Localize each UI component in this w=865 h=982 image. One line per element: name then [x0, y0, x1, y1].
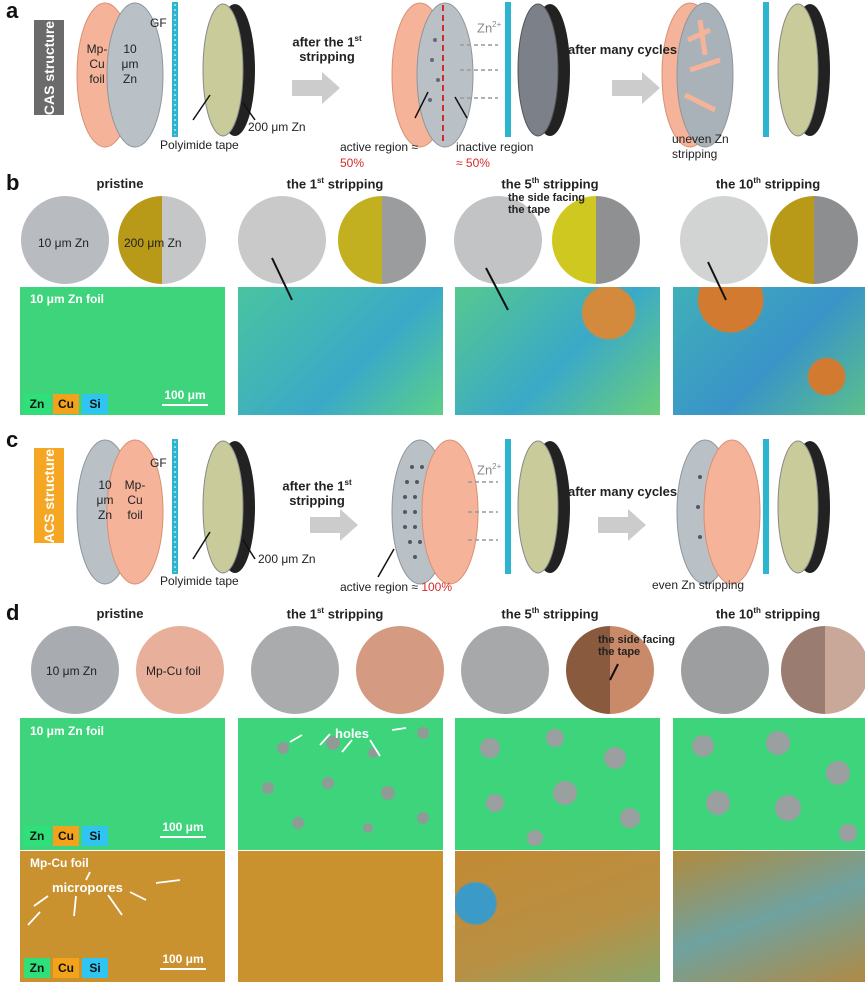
cas-zn10-label: 10 μm Zn [121, 42, 139, 86]
acs-tape-label: Polyimide tape [160, 574, 239, 588]
d-scale-bar-top: 100 μm [160, 820, 206, 838]
d-cufoil-label: Mp-Cu foil [146, 664, 201, 678]
acs-active-label: active region ≈ 100% [340, 580, 453, 594]
d-map-cu-5th [455, 851, 660, 982]
b-title-5th: the 5th stripping [501, 176, 599, 192]
acs-cycles-label: after many cycles [568, 484, 678, 499]
d-title-pristine: pristine [96, 606, 144, 621]
d-map-zn-10th [673, 718, 865, 850]
d-map-zn-5th [455, 718, 660, 850]
d-side-label: the side facing the tape [598, 634, 676, 658]
acs-foil-label: Mp- Cu foil [124, 478, 146, 522]
cas-inactive-value: ≈ 50% [456, 156, 490, 170]
b-scale-bar: 100 μm [162, 388, 208, 406]
process-arrow-1 [292, 72, 340, 104]
d-map-cu-1st [238, 851, 443, 982]
b-map-1st [238, 287, 443, 415]
d-title-10th: the 10th stripping [715, 606, 821, 622]
cas-zn2-label: Zn2+ [477, 20, 502, 36]
b-title-10th: the 10th stripping [715, 176, 821, 192]
cas-zn200-label: 200 μm Zn [248, 120, 306, 134]
acs-even-label: even Zn stripping [652, 578, 745, 592]
cas-active-label: active region ≈ [340, 140, 418, 154]
cas-active-value: 50% [340, 156, 365, 170]
d-cu-map-label: Mp-Cu foil [30, 856, 89, 870]
b-map-10th [673, 287, 865, 415]
b-zn200-label: 200 μm Zn [124, 236, 182, 250]
d-title-5th: the 5th stripping [501, 606, 599, 622]
d-photo-row [31, 626, 865, 714]
cas-schematic [76, 2, 830, 148]
b-title-pristine: pristine [96, 176, 144, 191]
d-map-zn-1st [238, 718, 443, 850]
zn-10-disc [106, 2, 164, 148]
cas-structure-tab: CAS structure [34, 20, 64, 115]
panel-label-d: d [6, 600, 20, 625]
cas-gf-label: GF [150, 16, 167, 30]
d-map-cu-10th [673, 851, 865, 982]
acs-gf-label: GF [150, 456, 167, 470]
d-holes-label: holes [335, 726, 369, 741]
b-zn10-label: 10 μm Zn [38, 236, 89, 250]
b-side-label: the side facing the tape [508, 192, 586, 216]
b-map-5th [455, 287, 660, 415]
cas-foil-label: Mp- Cu foil [86, 42, 108, 86]
panel-label-a: a [6, 0, 19, 23]
acs-schematic [76, 439, 830, 585]
cas-inactive-label: inactive region [456, 140, 534, 154]
d-scale-bar-bottom: 100 μm [160, 952, 206, 970]
b-map-label: 10 μm Zn foil [30, 292, 105, 306]
d-map-label: 10 μm Zn foil [30, 724, 105, 738]
d-title-1st: the 1st stripping [286, 606, 384, 622]
acs-zn2-label: Zn2+ [477, 462, 502, 478]
acs-structure-tab: ACS structure [34, 448, 64, 543]
acs-zn200-label: 200 μm Zn [258, 552, 316, 566]
cas-uneven-label: uneven Zn stripping [672, 132, 729, 161]
process-arrow-2 [612, 72, 660, 104]
d-zn10-label: 10 μm Zn [46, 664, 97, 678]
d-micropores-label: micropores [52, 880, 123, 895]
b-title-1st: the 1st stripping [286, 176, 384, 192]
b-map-pristine [20, 287, 225, 415]
b-photo-row [21, 196, 858, 284]
cas-cycles-label: after many cycles [568, 42, 678, 57]
cas-tape-label: Polyimide tape [160, 138, 239, 152]
acs-zn10-label: 10 μm Zn [96, 478, 114, 522]
panel-label-b: b [6, 170, 20, 195]
panel-label-c: c [6, 427, 19, 452]
